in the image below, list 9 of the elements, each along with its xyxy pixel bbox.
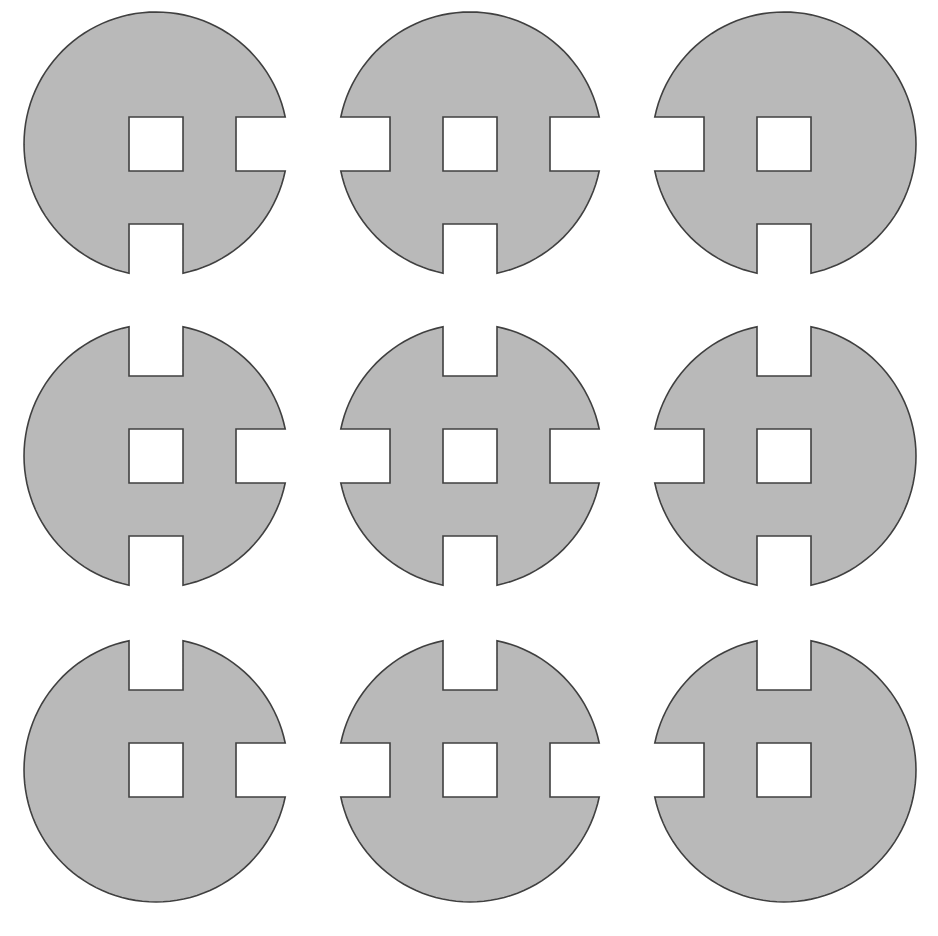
slotted-disc-drawing — [23, 325, 287, 587]
slotted-disc-drawing — [23, 11, 287, 275]
slotted-disc-drawing — [339, 639, 601, 903]
slotted-disc-drawing — [653, 325, 917, 587]
slotted-disc-drawing — [23, 639, 287, 903]
slotted-disc-drawing — [653, 11, 917, 275]
slotted-disc-drawing — [653, 639, 917, 903]
slotted-disc-drawing — [339, 325, 601, 587]
slotted-disc-drawing — [339, 11, 601, 275]
